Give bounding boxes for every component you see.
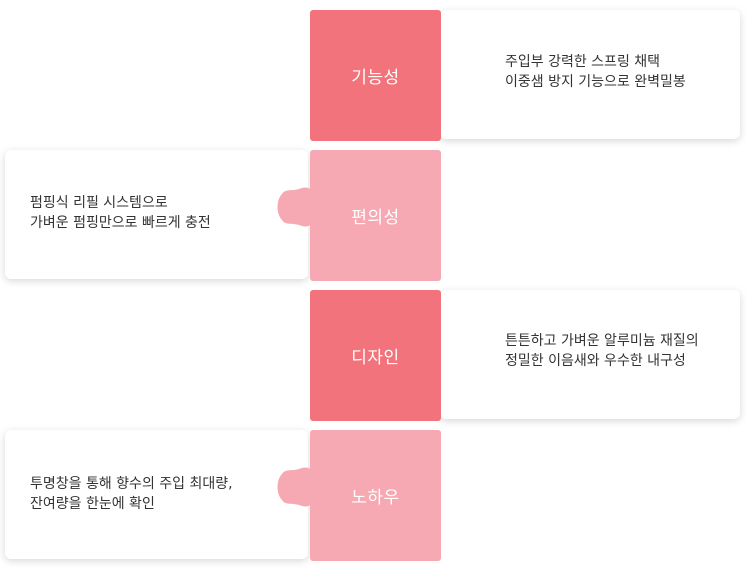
feature-desc-line2: 잔여량을 한눈에 확인 (30, 496, 155, 512)
feature-desc-knowhow: 투명창을 통해 향수의 주입 최대량, 잔여량을 한눈에 확인 (30, 474, 233, 514)
feature-desc-convenience: 펌핑식 리필 시스템으로 가벼운 펌핑만으로 빠르게 충전 (30, 193, 211, 233)
feature-desc-line2: 가벼운 펌핑만으로 빠르게 충전 (30, 215, 211, 231)
feature-title-design: 디자인 (351, 348, 400, 368)
feature-card-functionality (440, 10, 740, 139)
feature-desc-line2: 정밀한 이음새와 우수한 내구성 (505, 353, 686, 369)
feature-desc-line1: 투명창을 통해 향수의 주입 최대량, (30, 476, 233, 492)
feature-desc-line2: 이중샘 방지 기능으로 완벽밀봉 (505, 74, 686, 90)
feature-desc-line1: 주입부 강력한 스프링 채택 (505, 54, 661, 70)
feature-title-knowhow: 노하우 (351, 488, 400, 508)
feature-desc-line1: 펌핑식 리필 시스템으로 (30, 195, 168, 211)
feature-desc-line1: 튼튼하고 가벼운 알루미늄 재질의 (505, 333, 699, 349)
feature-card-design (440, 290, 740, 419)
feature-title-convenience: 편의성 (351, 208, 400, 228)
feature-desc-functionality: 주입부 강력한 스프링 채택 이중샘 방지 기능으로 완벽밀봉 (505, 52, 686, 92)
puzzle-tile-convenience (310, 150, 441, 281)
puzzle-tile-functionality (310, 10, 441, 141)
feature-title-functionality: 기능성 (351, 68, 400, 88)
puzzle-tile-design (310, 290, 441, 421)
feature-card-knowhow (5, 430, 308, 559)
puzzle-tile-knowhow (310, 430, 441, 561)
feature-card-convenience (5, 150, 308, 279)
feature-desc-design: 튼튼하고 가벼운 알루미늄 재질의 정밀한 이음새와 우수한 내구성 (505, 331, 699, 371)
